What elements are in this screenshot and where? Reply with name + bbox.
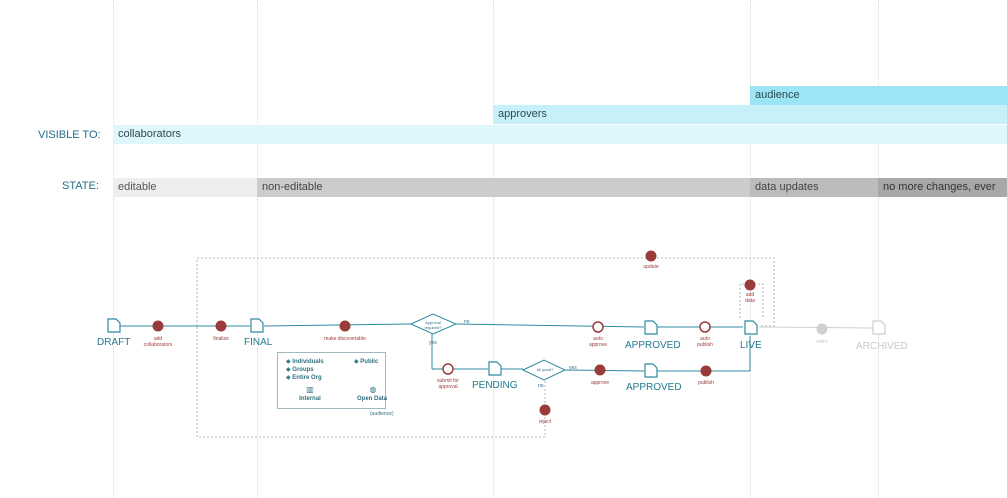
make-discoverable-dot (339, 320, 351, 332)
legend-item-groups: ◆ Groups (286, 367, 314, 373)
archived-label: ARCHIVED (856, 341, 908, 352)
decision2-no: no (538, 383, 544, 389)
state-label: STATE: (62, 180, 99, 192)
approve-dot (594, 364, 606, 376)
add-data-dot (744, 279, 756, 291)
legend-item-public: ◆ Public (354, 359, 379, 365)
add-data-label: add data (745, 292, 755, 304)
retire-label: retire (816, 339, 828, 345)
guide-archived (878, 0, 879, 498)
live-doc-icon (744, 320, 758, 335)
pending-doc-icon (488, 361, 502, 376)
decision1-no: no (464, 319, 470, 325)
draft-doc-icon (107, 318, 121, 333)
auto-publish-dot (699, 321, 711, 333)
flow-live-archived (758, 326, 874, 329)
reject-dot (539, 404, 551, 416)
retire-dot (816, 323, 828, 335)
reject-label: reject (538, 419, 552, 425)
approval-required-diamond (409, 313, 458, 335)
approved2-label: APPROVED (626, 382, 682, 393)
audience-bar: audience (750, 86, 1007, 105)
update-label: update (643, 264, 659, 270)
submit-for-approval-label: submit for approval (437, 378, 459, 390)
editable-bar: editable (113, 178, 257, 197)
data-updates-bar: data updates (750, 178, 878, 197)
auto-publish-label: auto publish (697, 336, 713, 348)
guide-pending (493, 0, 494, 498)
legend-item-individuals: ◆ Individuals (286, 359, 324, 365)
globe-icon: ◍ (369, 385, 377, 394)
approved-doc-icon (644, 320, 658, 335)
approval-required-text: Approval required? (424, 320, 442, 330)
internal-audience-list: ◆ Individuals ◆ Groups ◆ Entire Org (286, 358, 324, 382)
pending-label: PENDING (472, 380, 518, 391)
auto-approve-label: auto approve (588, 336, 608, 348)
guide-draft (113, 0, 114, 498)
final-doc-icon (250, 318, 264, 333)
auto-approve-dot (592, 321, 604, 333)
collaborators-bar: collaborators (113, 125, 1007, 144)
all-good-text: All good? (536, 367, 554, 372)
no-more-changes-bar: no more changes, ever (878, 178, 1007, 197)
finalize-dot (215, 320, 227, 332)
all-good-diamond (521, 359, 567, 381)
archived-doc-icon (872, 320, 886, 335)
audience-legend: ◆ Individuals ◆ Groups ◆ Entire Org ◆ Pu… (277, 352, 387, 409)
decision2-yes: yes (569, 365, 577, 371)
publish-label: publish (698, 380, 714, 386)
flow-final-decision (263, 323, 412, 327)
update-dot (645, 250, 657, 262)
approve-label: approve (590, 380, 610, 386)
legend-item-entire-org: ◆ Entire Org (286, 375, 322, 381)
final-label: FINAL (244, 337, 273, 348)
approved2-doc-icon (644, 363, 658, 378)
visible-to-label: VISIBLE TO: (38, 129, 101, 141)
submit-for-approval-dot (442, 363, 454, 375)
flow-decision-approved (455, 323, 645, 328)
live-label: LIVE (740, 340, 762, 351)
guide-final (257, 0, 258, 498)
guide-live (750, 0, 751, 498)
building-icon: ▥ (306, 385, 314, 394)
decision1-yes: yes (429, 340, 437, 346)
approvers-bar: approvers (493, 105, 1007, 124)
legend-caption: (audience) (370, 411, 394, 417)
internal-label: Internal (299, 396, 321, 402)
open-data-label: Open Data (356, 396, 387, 402)
update-loop (196, 257, 775, 327)
publish-dot (700, 365, 712, 377)
approved-label: APPROVED (625, 340, 681, 351)
draft-label: DRAFT (97, 337, 131, 348)
add-collaborators-label: add collaborators (143, 336, 173, 348)
add-collaborators-dot (152, 320, 164, 332)
non-editable-bar: non-editable (257, 178, 750, 197)
finalize-label: finalize (213, 336, 229, 342)
make-discoverable-label: make discoverable (324, 336, 366, 342)
